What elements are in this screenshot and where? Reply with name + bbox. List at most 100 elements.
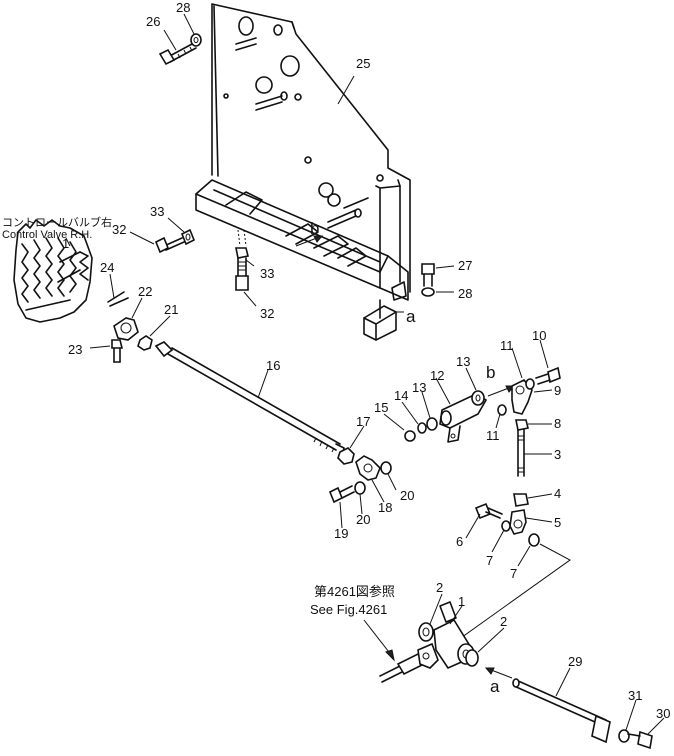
shaft-reference	[379, 642, 439, 683]
part-number: 33	[260, 266, 274, 281]
connection-letter-b-upper: b	[310, 219, 319, 238]
washer-20-a	[380, 461, 392, 475]
connection-letter-a-upper: a	[406, 307, 416, 326]
part-number: 32	[260, 306, 274, 321]
arrow-see-fig	[363, 619, 395, 662]
part-number: 28	[176, 0, 190, 15]
part-number: 7	[486, 553, 493, 568]
connection-letters: b a b a	[310, 219, 500, 696]
rod-end-5	[509, 509, 527, 535]
part-number: 31	[628, 688, 642, 703]
nut-4	[513, 493, 529, 507]
nut-21	[137, 335, 153, 351]
control-valve	[13, 219, 93, 323]
bracket-plate	[195, 3, 411, 341]
part-number: 4	[554, 486, 561, 501]
part-number: 22	[138, 284, 152, 299]
arrow-a-lower	[484, 667, 513, 679]
washer-14	[417, 422, 427, 434]
bolt-30	[627, 730, 653, 750]
part-number: 21	[164, 302, 178, 317]
part-number: 32	[112, 222, 126, 237]
washer-11-b	[525, 378, 535, 390]
connection-letter-b-lower: b	[486, 363, 495, 382]
connection-letter-a-lower: a	[490, 677, 500, 696]
see-fig-label-en: See Fig.4261	[310, 602, 387, 617]
washer-11-a	[497, 404, 507, 416]
arrow-b-upper	[295, 235, 324, 247]
part-number: 1	[62, 236, 69, 251]
bolt-32-left	[154, 236, 185, 254]
nut-8	[515, 419, 529, 431]
part-number: 2	[500, 614, 507, 629]
part-number: 17	[356, 414, 370, 429]
part-number: 30	[656, 706, 670, 721]
bolt-23	[111, 339, 124, 363]
part-number: 3	[554, 447, 561, 462]
link-line-7-to-1	[457, 543, 571, 641]
arrow-b-lower	[487, 385, 516, 397]
part-number: 13	[456, 354, 470, 369]
leader-lines	[65, 13, 665, 735]
washer-28-right	[421, 287, 435, 297]
rod-end-18	[355, 455, 381, 481]
part-number: 8	[554, 416, 561, 431]
washer-15	[404, 430, 416, 442]
bolt-19	[328, 485, 355, 504]
part-number: 27	[458, 258, 472, 273]
part-number: 2	[436, 580, 443, 595]
bushing-2-right	[465, 649, 479, 667]
washer-7-a	[501, 520, 511, 532]
part-number: 28	[458, 286, 472, 301]
part-number: 20	[356, 512, 370, 527]
bolt-27	[421, 263, 435, 287]
see-fig-label-jp: 第4261図参照	[314, 584, 395, 599]
bushing-13-a	[426, 417, 438, 431]
part-number: 6	[456, 534, 463, 549]
control-valve-label-jp: コントロールバルブ右	[2, 215, 112, 229]
nut-17	[337, 447, 355, 465]
part-number: 10	[532, 328, 546, 343]
nut-33-bottom	[235, 229, 249, 259]
part-number: 20	[400, 488, 414, 503]
washer-20-b	[354, 481, 366, 495]
part-number: 29	[568, 654, 582, 669]
bushing-13-b	[471, 390, 485, 406]
bolt-26	[158, 43, 197, 66]
shaft-29	[512, 678, 611, 744]
part-number: 16	[266, 358, 280, 373]
control-valve-label-en: Control Valve R.H.	[2, 229, 92, 241]
part-number: 5	[554, 515, 561, 530]
part-number: 25	[356, 56, 370, 71]
part-number: 15	[374, 400, 388, 415]
part-number: 1	[458, 594, 465, 609]
part-number: 33	[150, 204, 164, 219]
part-number: 11	[500, 338, 514, 353]
part-number: 12	[430, 368, 444, 383]
bolt-6	[474, 502, 503, 520]
part-number: 11	[486, 428, 500, 443]
part-labels: 25 26 28 32 33 33 32 27 28 1 24 22 21 23…	[62, 0, 670, 721]
rod-3	[517, 429, 525, 477]
part-number: 9	[554, 383, 561, 398]
part-number: 24	[100, 260, 114, 275]
bolt-32-bottom	[235, 257, 249, 291]
part-number: 23	[68, 342, 82, 357]
part-number: 26	[146, 14, 160, 29]
part-number: 18	[378, 500, 392, 515]
part-number: 14	[394, 388, 408, 403]
washer-28-top	[190, 33, 202, 47]
rod-16	[154, 341, 345, 457]
bolt-10	[535, 366, 561, 385]
washer-31	[618, 729, 630, 743]
nut-33-left	[180, 228, 196, 246]
bushing-2-left	[418, 622, 434, 642]
pin-24	[107, 291, 129, 307]
part-number: 19	[334, 526, 348, 541]
washer-7-b	[528, 533, 540, 547]
joint-22	[113, 317, 139, 341]
part-number: 13	[412, 380, 426, 395]
text-labels: コントロールバルブ右 Control Valve R.H. 第4261図参照 S…	[2, 215, 395, 617]
part-number: 7	[510, 566, 517, 581]
